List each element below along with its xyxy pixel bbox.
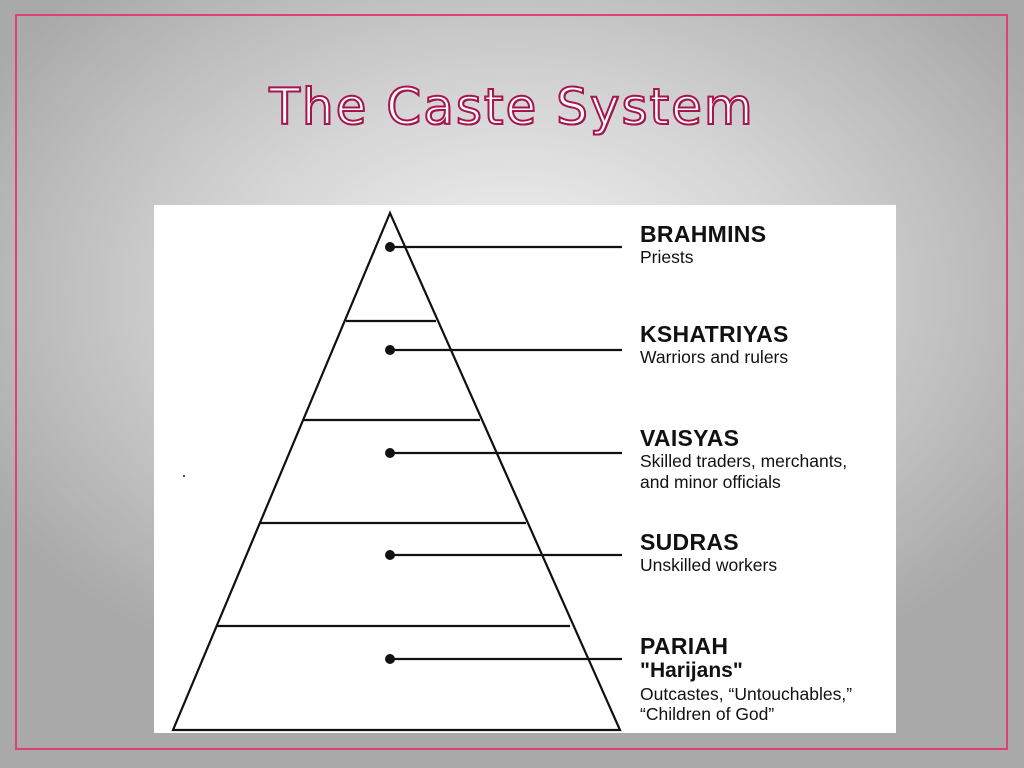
caste-label-kshatriyas: KSHATRIYAS Warriors and rulers [640, 321, 789, 368]
caste-name: BRAHMINS [640, 221, 767, 247]
caste-label-vaisyas: VAISYAS Skilled traders, merchants, and … [640, 425, 847, 492]
caste-subtitle: "Harijans" [640, 659, 743, 683]
caste-description: Priests [640, 247, 694, 268]
pyramid-graphic [171, 210, 622, 732]
tier-dot-kshatriyas [385, 345, 395, 355]
tier-dot-brahmins [385, 242, 395, 252]
tier-dot-pariah [385, 654, 395, 664]
caste-label-pariah: PARIAH "Harijans" Outcastes, “Untouchabl… [640, 633, 852, 724]
slide-frame [15, 14, 1008, 750]
caste-description: Unskilled workers [640, 555, 778, 576]
caste-description: Skilled traders, merchants, [640, 451, 848, 472]
caste-name: KSHATRIYAS [640, 321, 789, 347]
caste-name: PARIAH [640, 633, 729, 659]
caste-description: Outcastes, “Untouchables,” [640, 683, 853, 704]
tier-dot-vaisyas [385, 448, 395, 458]
slide-title: The Caste System [268, 77, 755, 137]
caste-label-sudras: SUDRAS Unskilled workers [640, 529, 777, 576]
caste-diagram: BRAHMINS Priests KSHATRIYAS Warriors and… [154, 205, 896, 733]
caste-label-brahmins: BRAHMINS Priests [640, 221, 766, 268]
scan-speck [183, 475, 185, 477]
pyramid-outline [171, 210, 622, 732]
caste-description: and minor officials [640, 471, 781, 492]
tier-dot-sudras [385, 550, 395, 560]
caste-description: “Children of God” [640, 703, 775, 724]
caste-name: SUDRAS [640, 529, 739, 555]
caste-name: VAISYAS [640, 425, 740, 451]
caste-description: Warriors and rulers [640, 347, 789, 368]
